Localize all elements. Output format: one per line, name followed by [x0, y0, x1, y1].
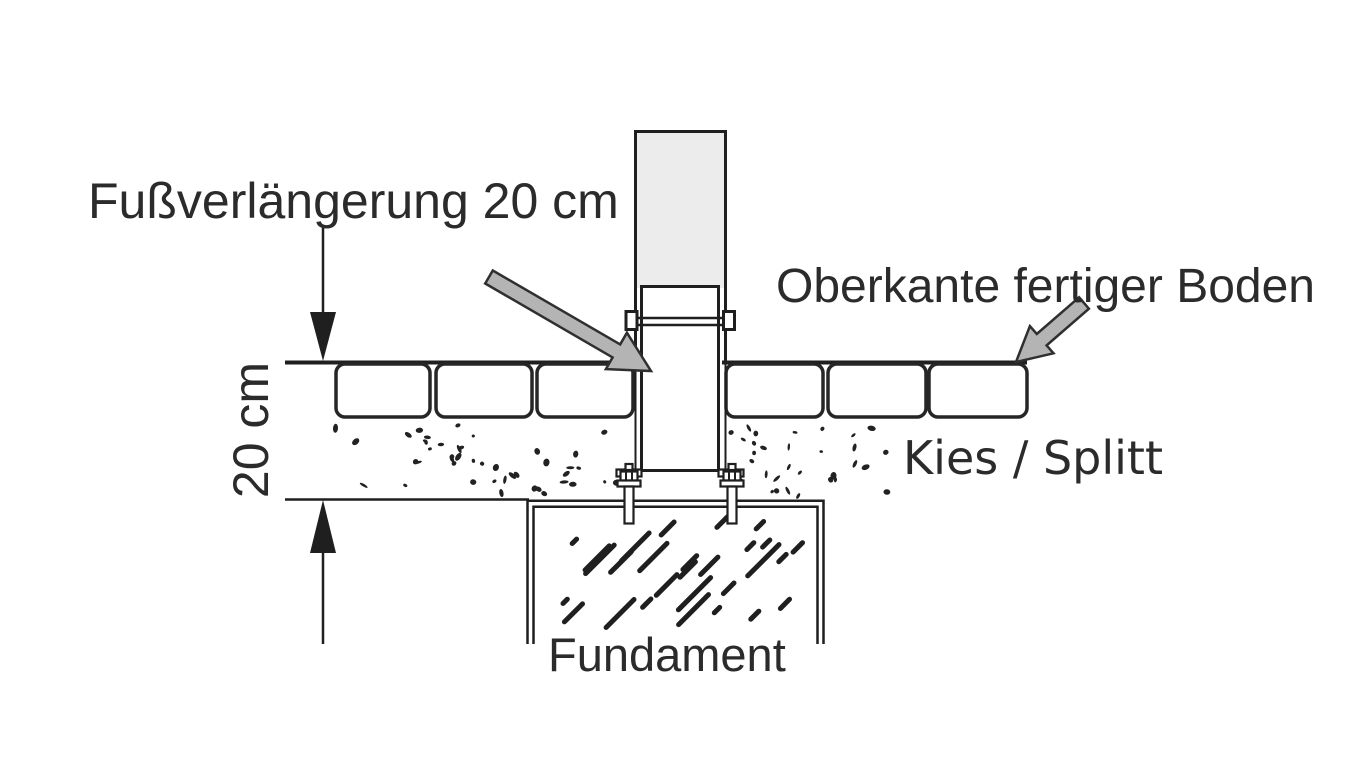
clamp-bolt-right	[722, 310, 736, 331]
pointer-arrow-foot-extension-icon	[483, 268, 654, 373]
paving-stone	[334, 362, 432, 419]
paving-stone	[434, 362, 534, 419]
label-finished-floor: Oberkante fertiger Boden	[776, 260, 1315, 313]
paving-row-left	[334, 362, 635, 419]
clamp-band	[624, 310, 736, 331]
label-depth-dimension: 20 cm	[223, 362, 279, 498]
fence-post-body	[637, 133, 724, 288]
arrow-head-down-icon	[310, 312, 336, 361]
bolt-nut	[619, 470, 639, 482]
fence-post-outline	[634, 130, 727, 361]
bolt-tip	[624, 462, 634, 472]
label-foot-extension: Fußverlängerung 20 cm	[88, 173, 619, 229]
pointer-arrow-floor-level-icon	[1013, 295, 1091, 364]
anchor-bolt-left	[615, 462, 643, 525]
gravel-dots-right	[728, 424, 891, 499]
bolt-tip	[727, 462, 737, 472]
foundation-outline-inner	[532, 505, 819, 644]
label-foundation: Fundament	[548, 628, 786, 681]
foundation-hatch	[560, 513, 805, 630]
paving-stone	[927, 362, 1029, 419]
dimension-arrow-top	[310, 226, 336, 361]
paving-stone	[724, 362, 825, 419]
label-gravel: Kies / Splitt	[903, 431, 1163, 485]
paving-stone	[535, 362, 635, 419]
bolt-nut	[722, 470, 742, 482]
paving-stone	[826, 362, 928, 419]
gravel-dots-left	[332, 423, 620, 498]
dimension-arrow-bottom	[310, 500, 336, 644]
arrow-head-up-icon	[310, 500, 336, 553]
clamp-bolt-left	[624, 310, 639, 331]
bolt-shaft	[726, 485, 738, 525]
bolt-shaft	[623, 485, 635, 525]
paving-row-right	[724, 362, 1029, 419]
foundation-outline-outer	[526, 499, 825, 644]
anchor-bolt-right	[717, 462, 745, 525]
foot-extension-sleeve	[640, 285, 720, 472]
